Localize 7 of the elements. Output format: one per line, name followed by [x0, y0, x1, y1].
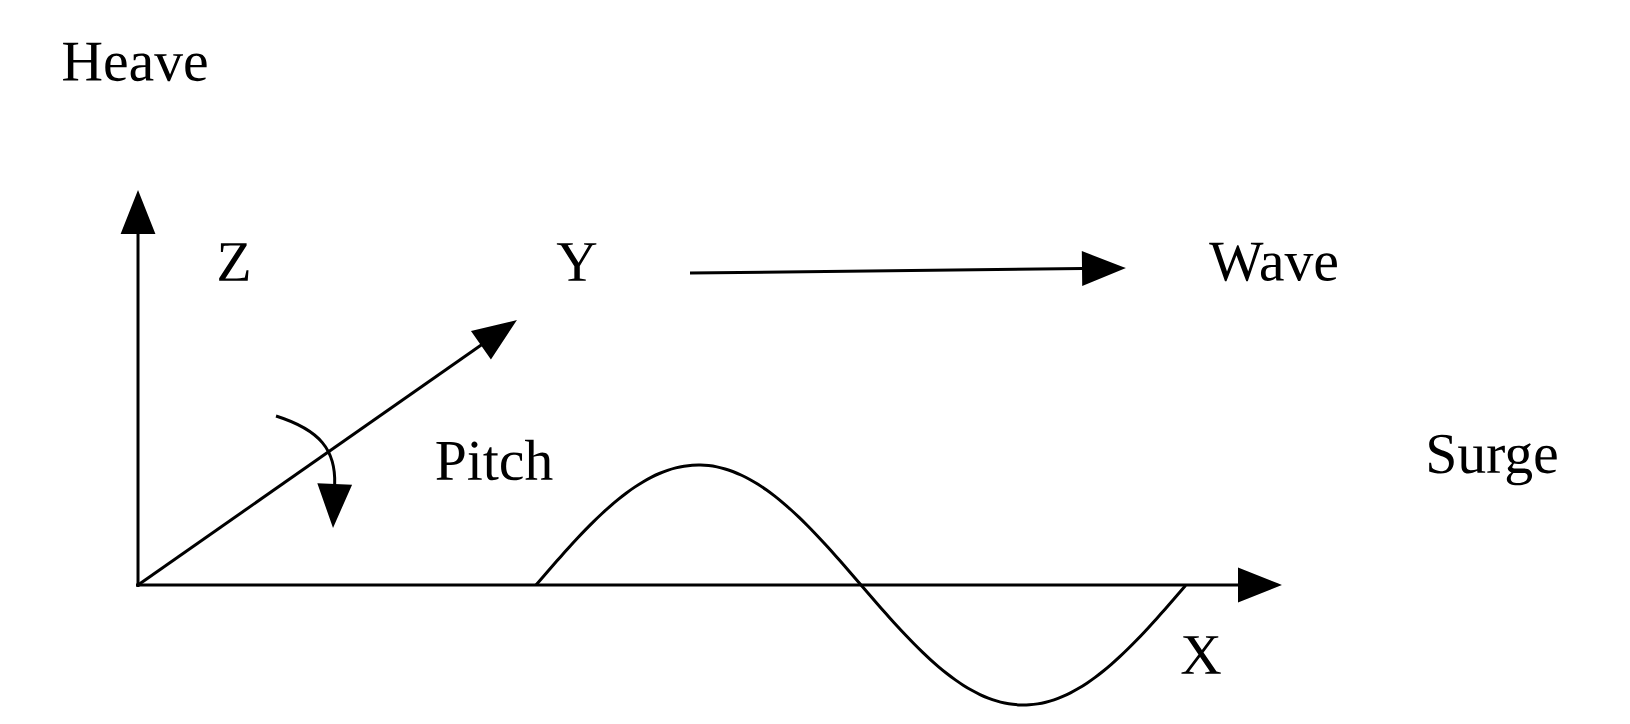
- axis-label: Z: [219, 243, 249, 281]
- axis-label: Surge: [1429, 434, 1557, 486]
- axis-label: Pitch: [436, 439, 553, 481]
- axis-label: Y: [556, 243, 597, 281]
- axis-label: X: [1181, 636, 1221, 674]
- axis-label: Heave: [63, 42, 207, 82]
- axis-label: Wave: [1209, 242, 1337, 282]
